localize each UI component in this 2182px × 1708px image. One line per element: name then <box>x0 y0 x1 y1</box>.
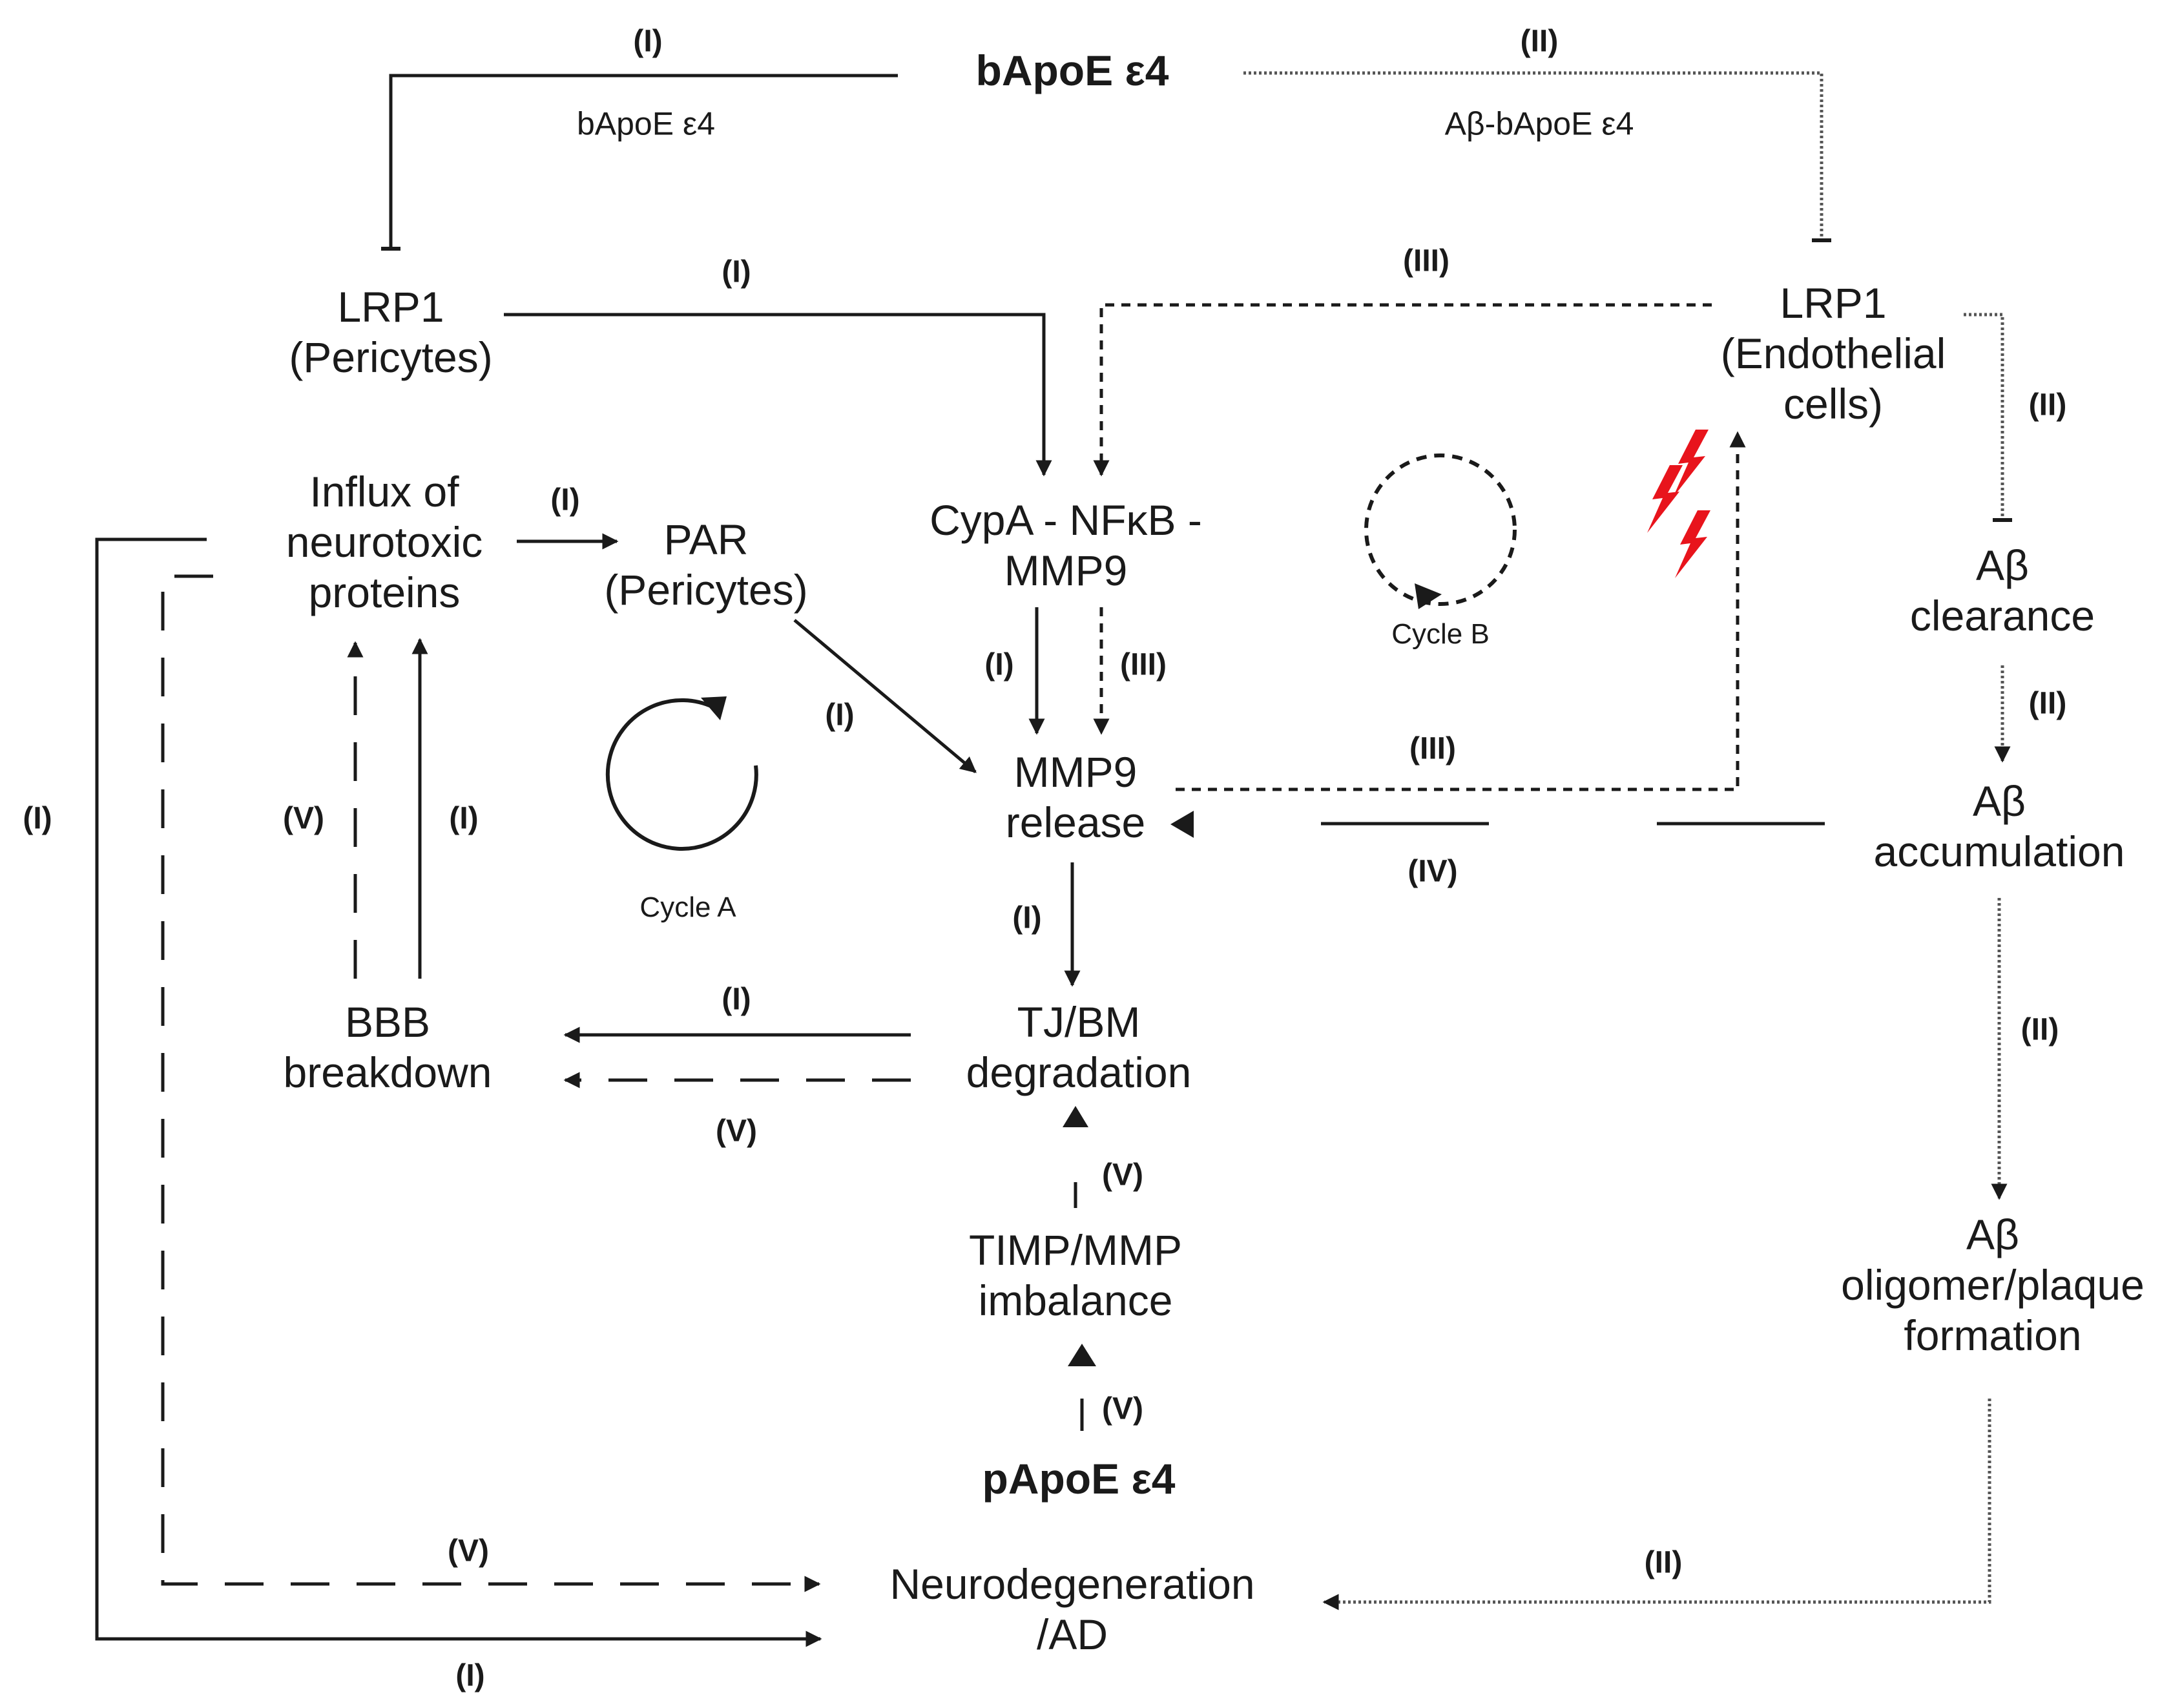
lightning-icon <box>1647 465 1683 533</box>
pathway-label-V: (V) <box>448 1534 489 1568</box>
pathway-label-II: (II) <box>1644 1545 1683 1580</box>
pathway-label-III: (III) <box>1120 647 1167 682</box>
edge-par-to-mmp9 <box>793 619 977 773</box>
node-lrp1-pericytes: LRP1 (Pericytes) <box>289 283 493 381</box>
pathway-label-I: (I) <box>550 483 580 517</box>
node-tjbm-degradation: TJ/BM degradation <box>966 998 1192 1096</box>
pathway-III-edges <box>1093 303 1746 791</box>
edge-lrp1-endo-inhibits-clearance <box>1964 313 2012 522</box>
pathway-label-II: (II) <box>2028 388 2067 422</box>
lightning-icons <box>1647 430 1710 578</box>
edge-influx-to-neuro <box>95 537 822 1647</box>
pathway-label-III: (III) <box>1409 731 1456 766</box>
cycle-a-icon <box>605 696 758 851</box>
sublabel-bapoe: bApoE ε4 <box>576 105 716 142</box>
pathway-V-ticks <box>1074 1182 1084 1431</box>
lightning-icon <box>1673 430 1709 497</box>
pathway-label-I: (I) <box>449 801 479 836</box>
node-influx: Influx of neurotoxic proteins <box>286 468 483 616</box>
edge-ab-bapoe-inhibits-lrp1-endo <box>1243 71 1831 242</box>
node-timp-imbalance: TIMP/MMP imbalance <box>969 1226 1182 1324</box>
cycle-b-icon <box>1364 453 1517 609</box>
edge-mmp9-to-lrp1-endo <box>1176 431 1746 791</box>
node-cypa: CypA - NFκB - MMP9 <box>930 496 1202 594</box>
node-bbb-breakdown: BBB breakdown <box>283 998 492 1096</box>
arrowhead-into-timp <box>1068 1344 1096 1366</box>
pathway-label-V: (V) <box>716 1114 757 1149</box>
cycle-b-label: Cycle B <box>1391 618 1490 651</box>
pathway-label-I: (I) <box>722 982 751 1017</box>
edge-bapoe-inhibits-lrp1-pericytes <box>381 74 898 251</box>
pathway-label-V: (V) <box>283 801 324 836</box>
arrowhead-into-mmp9 <box>1170 811 1194 838</box>
pathway-I-edges <box>95 74 1081 1647</box>
pathway-label-I: (I) <box>722 255 751 289</box>
lightning-icon <box>1675 510 1710 578</box>
pathway-label-II: (II) <box>2028 686 2067 721</box>
arrowhead-into-tjbm <box>1063 1106 1088 1127</box>
pathway-label-II: (II) <box>1520 24 1559 59</box>
pathway-label-IV: (IV) <box>1408 854 1458 889</box>
node-par: PAR (Pericytes) <box>604 516 808 614</box>
node-ab-clearance: Aβ clearance <box>1909 541 2095 640</box>
node-lrp1-endothelial: LRP1 (Endothelial cells) <box>1720 279 1946 428</box>
node-papoe: pApoE ε4 <box>982 1455 1176 1503</box>
node-bapoe: bApoE ε4 <box>975 47 1169 95</box>
edge-lrp1-endo-to-cypa <box>1093 303 1712 477</box>
pathway-V-edges <box>161 574 911 1592</box>
pathway-label-I: (I) <box>1012 901 1042 935</box>
pathway-label-II: (II) <box>2021 1012 2059 1047</box>
pathway-label-III: (III) <box>1403 244 1449 278</box>
edge-influx-to-neuro-dashed <box>161 574 821 1592</box>
pathway-label-I: (I) <box>633 24 663 59</box>
node-ab-accumulation: Aβ accumulation <box>1873 777 2125 875</box>
pathway-label-V: (V) <box>1102 1391 1143 1426</box>
pathway-II-edges <box>1243 71 2012 1610</box>
node-ab-oligomer: Aβ oligomer/plaque formation <box>1841 1211 2145 1359</box>
edge-oligomer-to-neuro <box>1322 1399 1991 1610</box>
node-mmp9-release: MMP9 release <box>1005 748 1146 846</box>
pathway-label-V: (V) <box>1102 1158 1143 1192</box>
pathway-label-I: (I) <box>984 647 1014 682</box>
pathway-label-I: (I) <box>455 1658 485 1693</box>
edge-lrp1-to-cypa <box>504 313 1052 477</box>
pathway-label-I: (I) <box>825 698 855 733</box>
pathway-label-I: (I) <box>23 801 52 836</box>
cycle-a-label: Cycle A <box>639 891 736 924</box>
pathway-V-arrowheads <box>1063 1106 1096 1366</box>
node-neurodegeneration: Neurodegeneration /AD <box>889 1560 1255 1658</box>
sublabel-ab-bapoe: Aβ-bApoE ε4 <box>1444 105 1634 142</box>
